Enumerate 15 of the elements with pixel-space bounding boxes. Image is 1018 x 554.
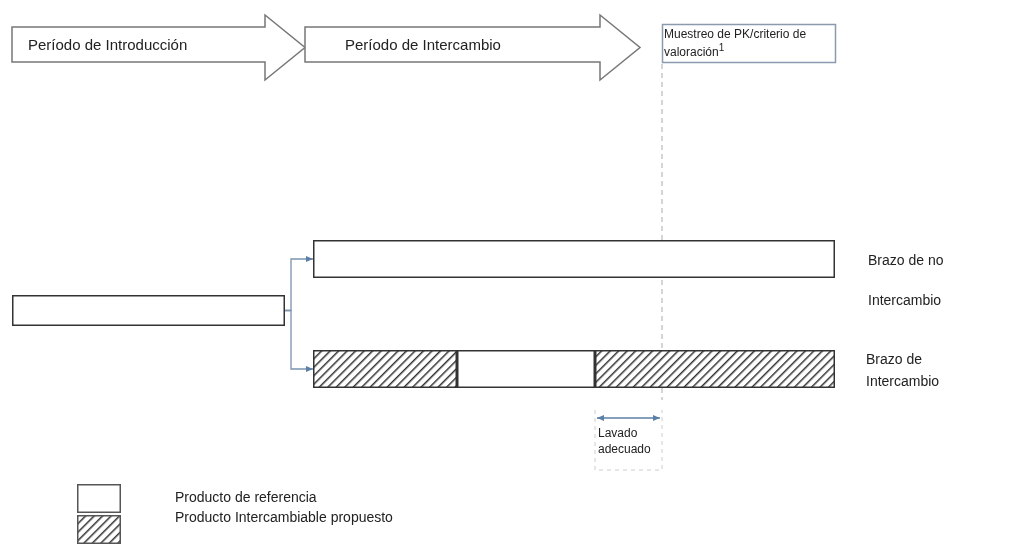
- period-label: Período de Introducción: [28, 36, 188, 54]
- arm-label: Brazo de no Intercambio: [868, 251, 945, 310]
- arm-label: Brazo de Intercambio: [866, 350, 941, 391]
- period-block: [12, 15, 305, 80]
- sampling-box: [662, 24, 836, 63]
- legend-label: Producto de referencia: [175, 489, 317, 506]
- period-label: Período de Intercambio: [345, 36, 501, 54]
- legend-label: Producto Intercambiable propuesto: [175, 509, 393, 526]
- non-switch-arm-bar: [313, 240, 835, 278]
- lead-in-bar: [12, 295, 285, 326]
- box-text: Muestreo de PK/criterio de valoración$^{1}$: [664, 27, 808, 60]
- period-block: [305, 15, 640, 80]
- washout-label: Lavado adecuado: [598, 426, 652, 458]
- switch-arm-bar: [313, 350, 835, 388]
- arrow: [284, 309, 314, 372]
